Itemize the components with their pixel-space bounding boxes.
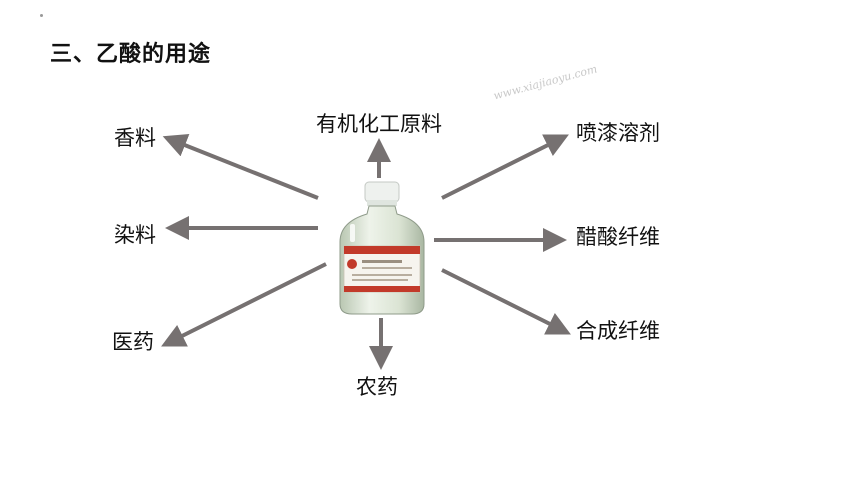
use-pesticide: 农药 [356, 375, 398, 399]
corner-dot [40, 14, 43, 17]
use-synthetic-fiber: 合成纤维 [576, 319, 660, 343]
use-dye: 染料 [114, 223, 156, 247]
arrow-to-lower-right [441, 268, 571, 335]
use-medicine: 医药 [112, 330, 154, 354]
use-acetate-fiber: 醋酸纤维 [576, 225, 660, 249]
arrow-to-lower-left [161, 262, 327, 347]
use-organic-chemical-raw-material: 有机化工原料 [316, 112, 442, 136]
acetic-acid-bottle-icon [339, 181, 425, 315]
arrow-to-upper-right [441, 134, 569, 200]
use-fragrance: 香料 [114, 126, 156, 150]
use-spray-paint-solvent: 喷漆溶剂 [576, 121, 660, 145]
slide-title: 三、乙酸的用途 [50, 42, 212, 67]
arrow-to-upper-left [162, 134, 319, 200]
